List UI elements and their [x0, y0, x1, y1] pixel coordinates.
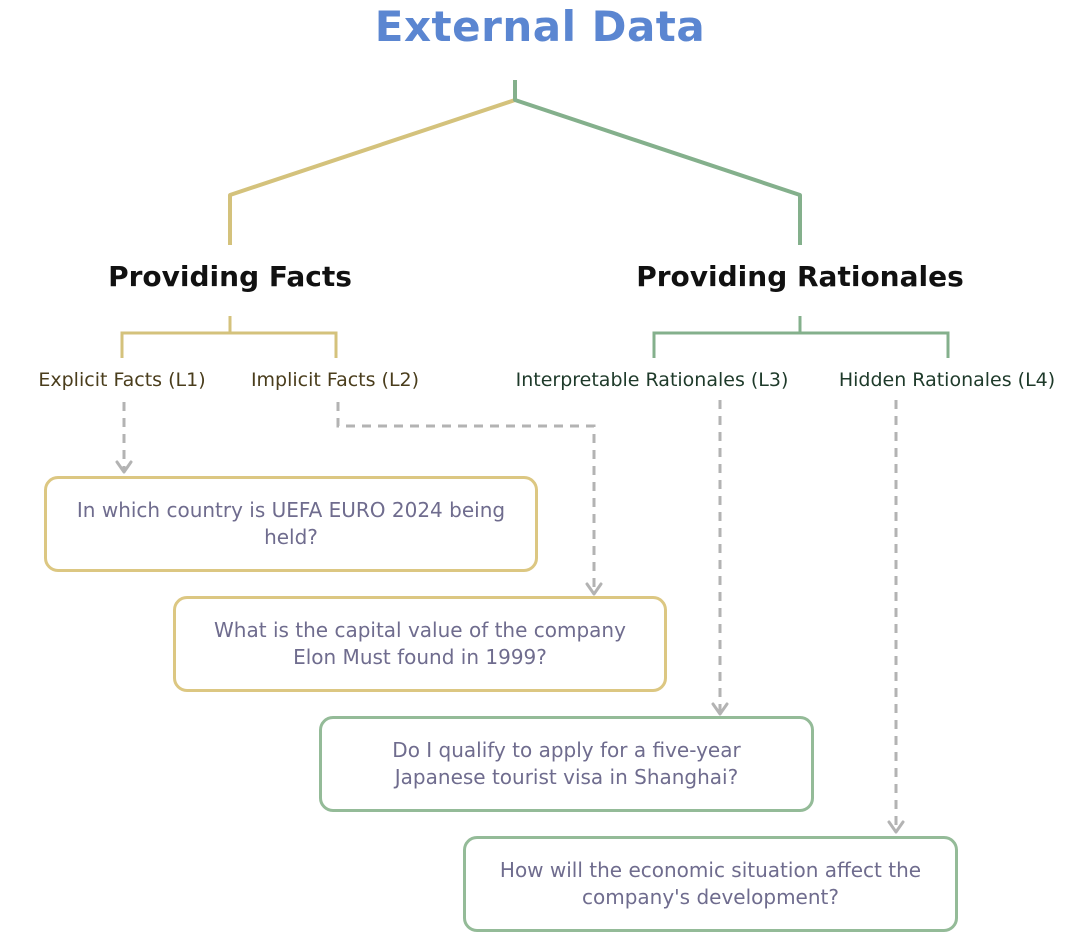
arrowhead-q3 [711, 702, 729, 716]
arrow-l2-to-q2 [336, 402, 596, 592]
connector-title-facts [228, 80, 517, 245]
question-box-interpretable: Do I qualify to apply for a five-year Ja… [319, 716, 814, 812]
arrowhead-q4 [887, 820, 905, 834]
arrowhead-q1 [115, 460, 133, 474]
connector-title-rationales [513, 80, 802, 245]
question-text: Do I qualify to apply for a five-year Ja… [392, 738, 741, 789]
question-box-hidden: How will the economic situation affect t… [463, 836, 958, 932]
connector-rationales-levels [652, 331, 950, 358]
question-text: How will the economic situation affect t… [499, 858, 922, 909]
question-text: In which country is UEFA EURO 2024 being… [76, 498, 506, 549]
question-box-explicit: In which country is UEFA EURO 2024 being… [44, 476, 538, 572]
diagram-title: External Data [374, 2, 706, 51]
level-hidden-rationales: Hidden Rationales (L4) [838, 369, 1056, 391]
question-box-implicit: What is the capital value of the company… [173, 596, 667, 692]
question-text: What is the capital value of the company… [214, 618, 626, 669]
branch-providing-rationales: Providing Rationales [636, 260, 964, 293]
connector-facts-levels [120, 331, 338, 358]
level-explicit-facts: Explicit Facts (L1) [38, 369, 206, 391]
arrowhead-q2 [585, 582, 603, 596]
branch-providing-facts: Providing Facts [108, 260, 352, 293]
level-interpretable-rationales: Interpretable Rationales (L3) [515, 369, 789, 391]
level-implicit-facts: Implicit Facts (L2) [250, 369, 420, 391]
